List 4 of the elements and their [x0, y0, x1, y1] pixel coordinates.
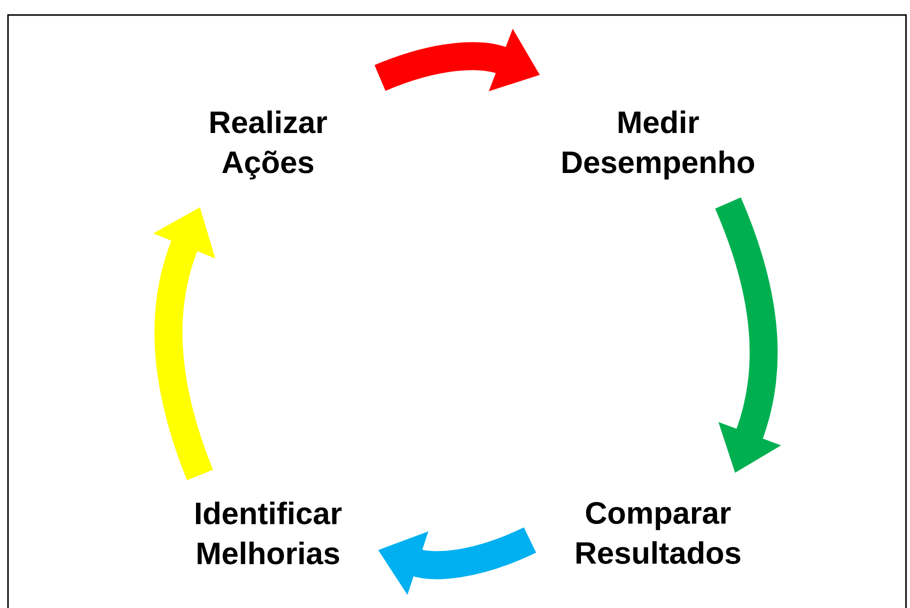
step-label: Realizar Ações [210, 110, 327, 180]
step-label: Medir Desempenho [562, 110, 754, 180]
step-label: Comparar Resultados [576, 502, 740, 564]
step-label: Identificar Melhorias [196, 502, 342, 564]
